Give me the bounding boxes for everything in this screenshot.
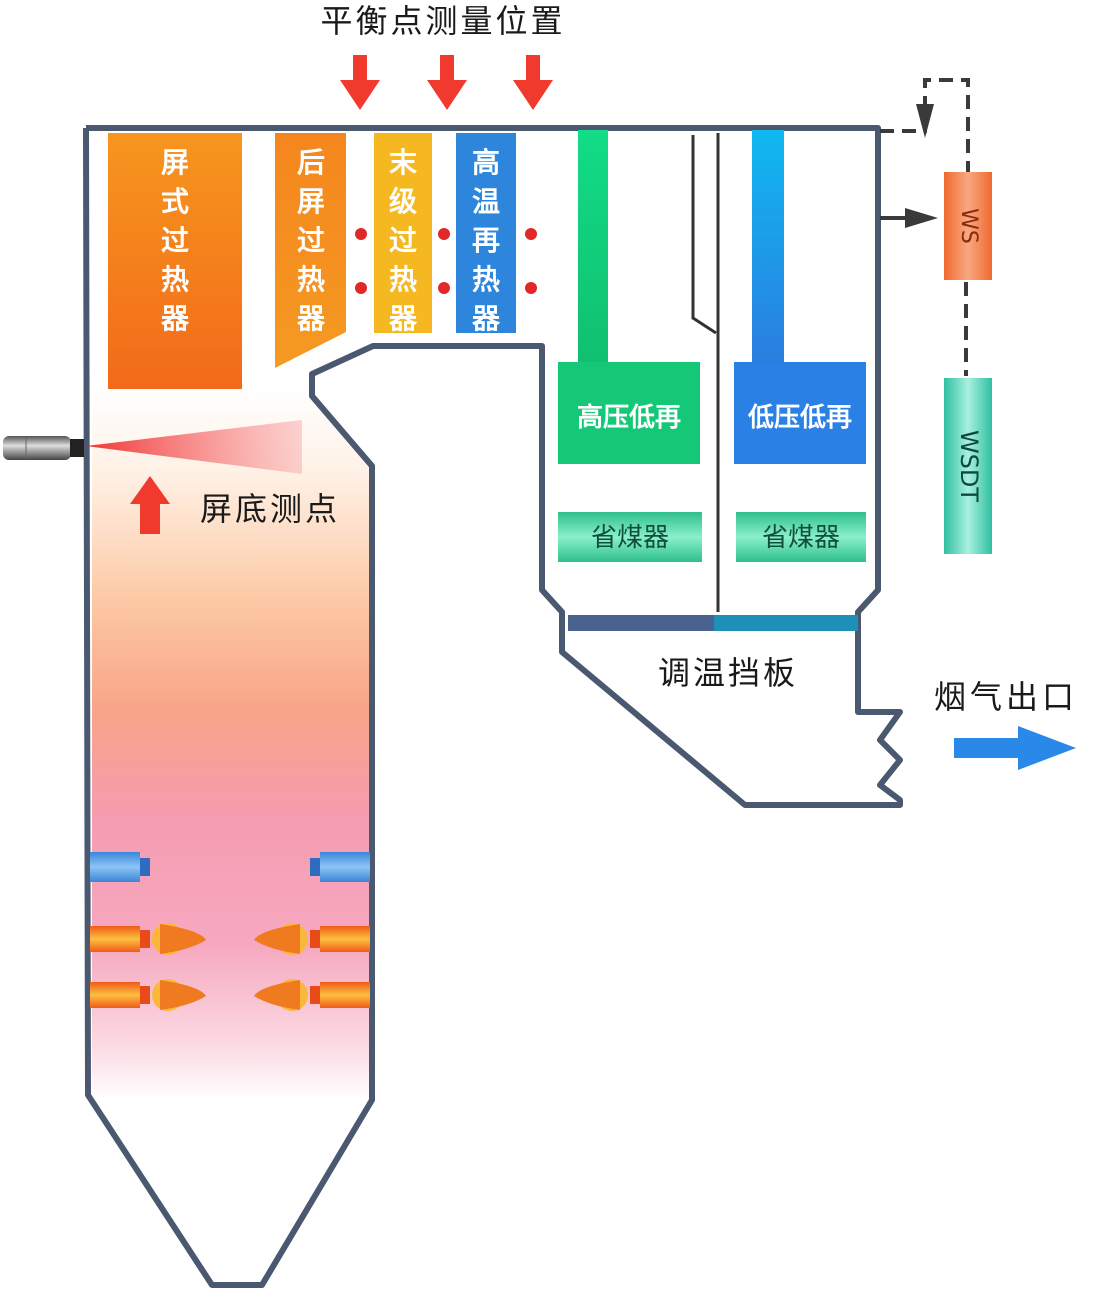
- air-nozzle-right: [310, 852, 370, 882]
- screen-bottom-label: 屏底测点: [200, 490, 340, 528]
- svg-text:过: 过: [161, 224, 189, 257]
- svg-text:式: 式: [161, 185, 189, 218]
- platen-superheater: [108, 133, 242, 389]
- burner-right-upper: [254, 923, 370, 955]
- camera-sensor-icon: [3, 436, 84, 460]
- lp-low-reheater-pipe: [752, 130, 784, 362]
- economizer-left-label: 省煤器: [591, 523, 669, 553]
- svg-text:器: 器: [160, 302, 190, 335]
- svg-text:末: 末: [389, 146, 417, 179]
- measurement-points: [355, 228, 537, 294]
- final-superheater-label: 末 级 过 热 器: [388, 146, 418, 335]
- svg-text:再: 再: [472, 224, 500, 257]
- economizer-left: [558, 512, 702, 562]
- final-superheater: [374, 133, 432, 333]
- svg-text:温: 温: [472, 185, 500, 218]
- high-temp-reheater: [456, 133, 516, 333]
- screen-bottom-arrow: [130, 476, 170, 534]
- svg-text:热: 热: [297, 263, 325, 296]
- hp-low-reheater: [558, 362, 700, 464]
- burner-right-lower: [254, 979, 370, 1011]
- svg-text:器: 器: [388, 302, 418, 335]
- svg-text:后: 后: [297, 146, 325, 179]
- high-temp-reheater-label: 高 温 再 热 器: [471, 146, 501, 335]
- rear-platen-superheater: [275, 133, 346, 368]
- ws-label: WS: [956, 208, 981, 244]
- damper-left: [568, 615, 714, 631]
- svg-text:过: 过: [389, 224, 417, 257]
- temp-damper-label: 调温挡板: [658, 654, 798, 692]
- measure-arrow-2: [427, 55, 467, 110]
- burner-left-lower: [90, 979, 206, 1011]
- svg-text:热: 热: [389, 263, 417, 296]
- svg-text:屏: 屏: [161, 146, 189, 179]
- svg-text:热: 热: [472, 263, 500, 296]
- platen-superheater-label: 屏 式 过 热 器: [160, 146, 190, 335]
- wsdt-instrument: [944, 378, 992, 554]
- furnace-flame-zone: [92, 390, 370, 1100]
- lp-low-reheater-label: 低压低再: [747, 403, 852, 433]
- svg-text:屏: 屏: [297, 185, 325, 218]
- svg-text:器: 器: [471, 302, 501, 335]
- hp-low-reheater-label: 高压低再: [577, 402, 681, 433]
- boiler-wall: [83, 125, 903, 1288]
- economizer-right-label: 省煤器: [762, 523, 840, 553]
- svg-text:过: 过: [297, 224, 325, 257]
- burner-left-upper: [90, 923, 206, 955]
- flue-gas-outlet-arrow: [954, 726, 1076, 770]
- svg-text:热: 热: [161, 263, 189, 296]
- baffle-line: [691, 135, 717, 335]
- rear-platen-superheater-label: 后 屏 过 热 器: [296, 146, 326, 335]
- svg-text:高: 高: [472, 146, 500, 179]
- hp-low-reheater-pipe: [578, 130, 608, 362]
- svg-text:级: 级: [389, 185, 417, 218]
- air-nozzle-left: [90, 852, 150, 882]
- ws-feed-arrow: [880, 208, 938, 228]
- wsdt-label: WSDT: [955, 430, 983, 502]
- measure-arrow-3: [513, 55, 553, 110]
- damper-right: [714, 615, 858, 631]
- flue-gas-outlet-label: 烟气出口: [934, 678, 1078, 716]
- ws-instrument: [944, 172, 992, 280]
- laser-beam: [86, 420, 302, 474]
- diagram-title: 平衡点测量位置: [320, 2, 565, 40]
- signal-lines: [880, 78, 970, 376]
- measure-arrow-1: [340, 55, 380, 110]
- economizer-right: [736, 512, 866, 562]
- signal-arrow-down: [916, 104, 934, 138]
- svg-text:器: 器: [296, 302, 326, 335]
- lp-low-reheater: [734, 362, 866, 464]
